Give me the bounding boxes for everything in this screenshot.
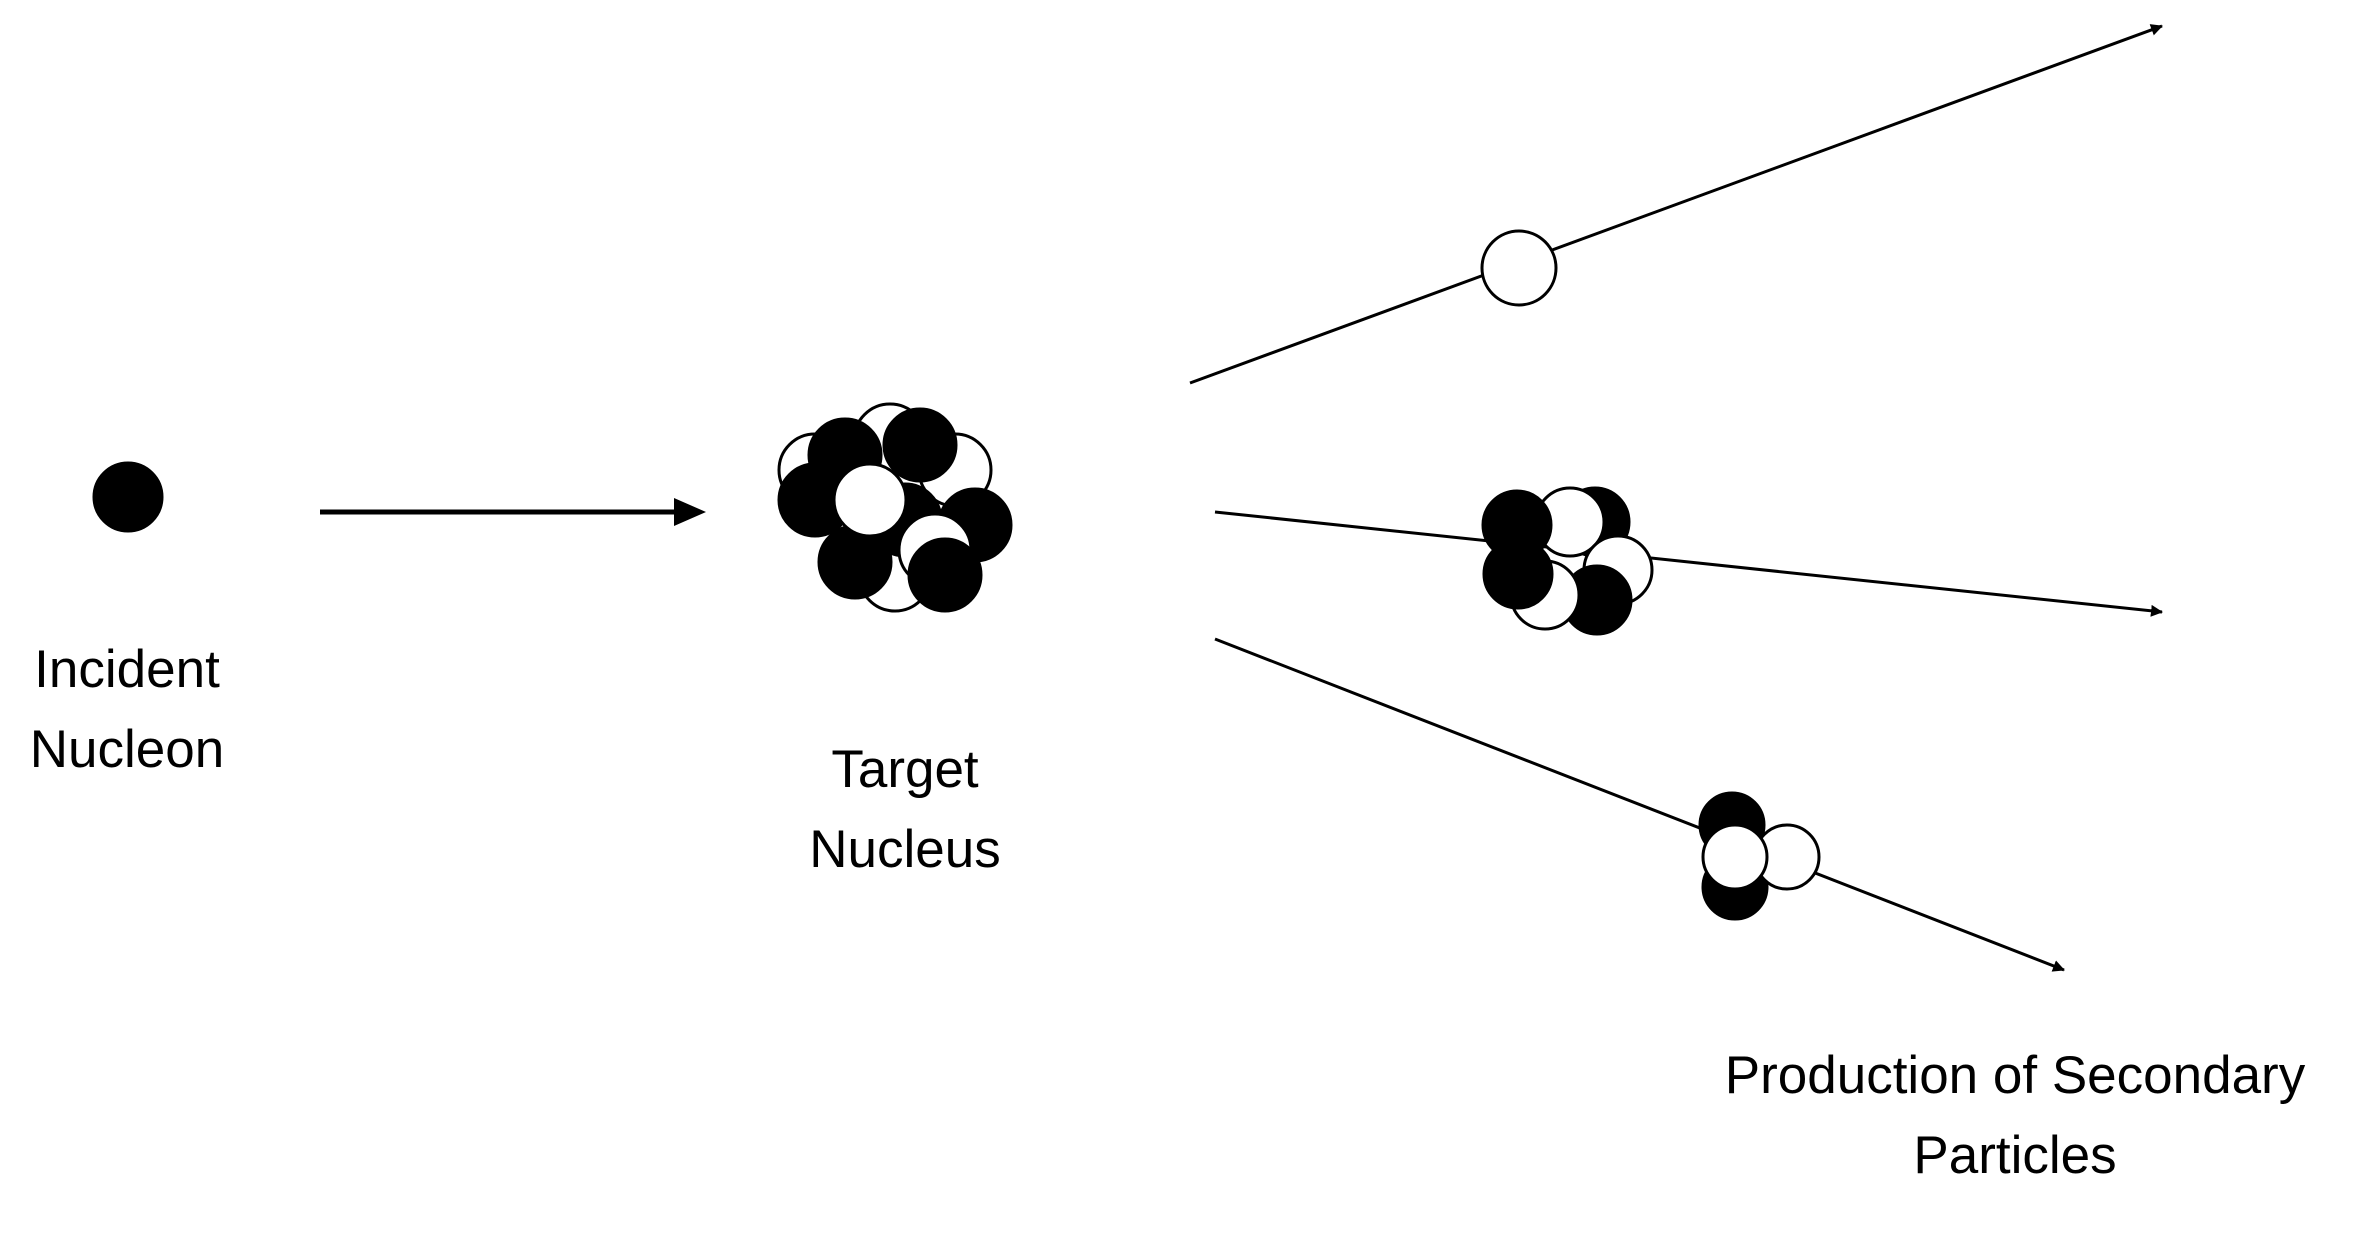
target-nucleon: [819, 526, 891, 598]
secondary-fragment-small: [1700, 793, 1819, 919]
target-nucleus-label: Target Nucleus: [780, 730, 1030, 890]
target-nucleon: [834, 464, 906, 536]
incident-nucleon-label: Incident Nucleon: [2, 630, 252, 790]
target-nucleus: [779, 404, 1011, 611]
target-nucleon: [884, 409, 956, 481]
secondary-fragment-large: [1483, 488, 1652, 634]
secondary-track-upper: [1190, 26, 2162, 383]
target-nucleon: [909, 539, 981, 611]
incident-arrow: [320, 498, 706, 526]
secondary-track-middle: [1215, 512, 2162, 612]
secondary-nucleon: [1482, 231, 1556, 305]
incident-nucleon: [94, 463, 162, 531]
secondary-track-lower: [1215, 639, 2064, 970]
secondary-particles-label: Production of Secondary Particles: [1670, 1036, 2360, 1196]
